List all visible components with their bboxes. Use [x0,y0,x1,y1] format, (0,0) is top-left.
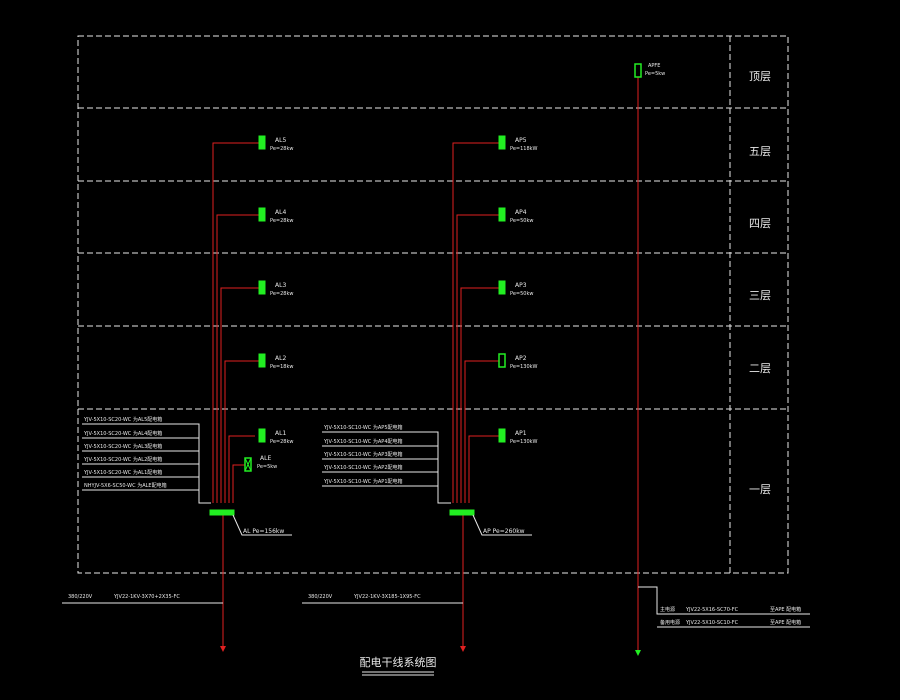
riser-emergency: APFE Pe=5kw 主电源 YJV22-5X16-SC70-FC 至APE … [634,63,810,656]
panel-ap5-name: AP5 [515,137,527,144]
panel-ale-name: ALE [260,455,271,462]
supply-cable-ap: YJV22-1KV-3X185-1X95-FC [353,594,421,600]
cable-ap-4: YJV-5X10-SC10-WC 为AP2配电箱 [323,464,403,471]
main-feed-cable: YJV22-5X16-SC70-FC [685,607,739,613]
panel-al4 [258,207,266,222]
panel-al3-name: AL3 [275,282,286,289]
floor-label-4: 四层 [749,217,771,230]
panel-al4-power: Pe=28kw [270,218,293,224]
panel-apfe [634,63,642,78]
riser-ap: AP5 Pe=118kW AP4 Pe=50kw AP3 Pe=50kw AP2… [302,135,538,652]
panel-ap3 [498,280,506,295]
panel-ap2-name: AP2 [515,355,527,362]
floor-label-top: 顶层 [749,70,771,83]
panel-ap3-power: Pe=50kw [510,291,533,297]
floor-labels: 顶层 五层 四层 三层 二层 一层 [749,70,771,496]
panel-al1-name: AL1 [275,430,286,437]
panel-apfe-name: APFE [648,63,660,69]
cable-ap-3: YJV-5X10-SC10-WC 为AP3配电箱 [323,451,403,458]
cable-al-3: YJV-5X10-SC20-WC 为AL3配电箱 [83,443,162,450]
panel-al1 [258,428,266,443]
floor-label-5: 五层 [749,145,771,158]
panel-ap4-power: Pe=50kw [510,218,533,224]
main-label-ap: AP Pe=260kw [483,528,525,535]
cable-al-2: YJV-5X10-SC20-WC 为AL4配电箱 [83,430,162,437]
panel-al2 [258,353,266,368]
main-label-al: AL Pe=156kw [243,528,284,535]
panel-apfe-power: Pe=5kw [645,71,665,77]
floor-label-1: 一层 [749,483,771,496]
backup-feed-dest: 至APE 配电箱 [770,619,801,626]
panel-ap2 [498,353,506,368]
panel-al5-name: AL5 [275,137,286,144]
panel-ap1-name: AP1 [515,430,527,437]
panel-al5-power: Pe=28kw [270,146,293,152]
cable-ap-5: YJV-5X10-SC10-WC 为AP1配电箱 [323,478,403,485]
diagram-title: 配电干线系统图 [360,655,437,676]
panel-ale-power: Pe=5kw [257,464,277,470]
panel-ap3-name: AP3 [515,282,527,289]
busbar-al [209,509,235,516]
supply-cable-al: YJV22-1KV-3X70+2X35-FC [113,594,180,600]
panel-al5 [258,135,266,150]
backup-feed-label: 备用电源 [660,619,680,626]
backup-feed-cable: YJV22-5X10-SC10-FC [685,620,739,626]
supply-al: 380/220V [68,594,93,600]
cable-al-5: YJV-5X10-SC20-WC 为AL1配电箱 [83,469,162,476]
panel-ap1-power: Pe=130kW [510,439,538,445]
panel-ap5 [498,135,506,150]
cable-al-6: NHYJV-5X6-SC50-WC 为ALE配电箱 [84,482,167,489]
panel-al2-power: Pe=18kw [270,364,293,370]
panel-ap2-power: Pe=130kW [510,364,538,370]
panel-al3 [258,280,266,295]
main-feed-dest: 至APE 配电箱 [770,606,801,613]
floor-grid [77,35,789,574]
riser-al: AL5 Pe=28kw AL4 Pe=28kw AL3 Pe=28kw AL2 … [62,135,293,652]
cable-ap-2: YJV-5X10-SC10-WC 为AP4配电箱 [323,438,403,445]
panel-ap4-name: AP4 [515,209,527,216]
cable-al-4: YJV-5X10-SC20-WC 为AL2配电箱 [83,456,162,463]
supply-ap: 380/220V [308,594,333,600]
panel-ap1 [498,428,506,443]
busbar-ap [449,509,475,516]
panel-al1-power: Pe=28kw [270,439,293,445]
floor-label-3: 三层 [749,289,771,302]
floor-label-2: 二层 [749,362,771,375]
panel-al3-power: Pe=28kw [270,291,293,297]
panel-al2-name: AL2 [275,355,286,362]
panel-ap5-power: Pe=118kW [510,146,538,152]
title-text: 配电干线系统图 [360,655,437,669]
cable-ap-1: YJV-5X10-SC10-WC 为AP5配电箱 [323,424,403,431]
panel-ap4 [498,207,506,222]
main-feed-label: 主电源 [660,606,675,613]
cable-al-1: YJV-5X10-SC20-WC 为AL5配电箱 [83,416,162,423]
panel-al4-name: AL4 [275,209,286,216]
